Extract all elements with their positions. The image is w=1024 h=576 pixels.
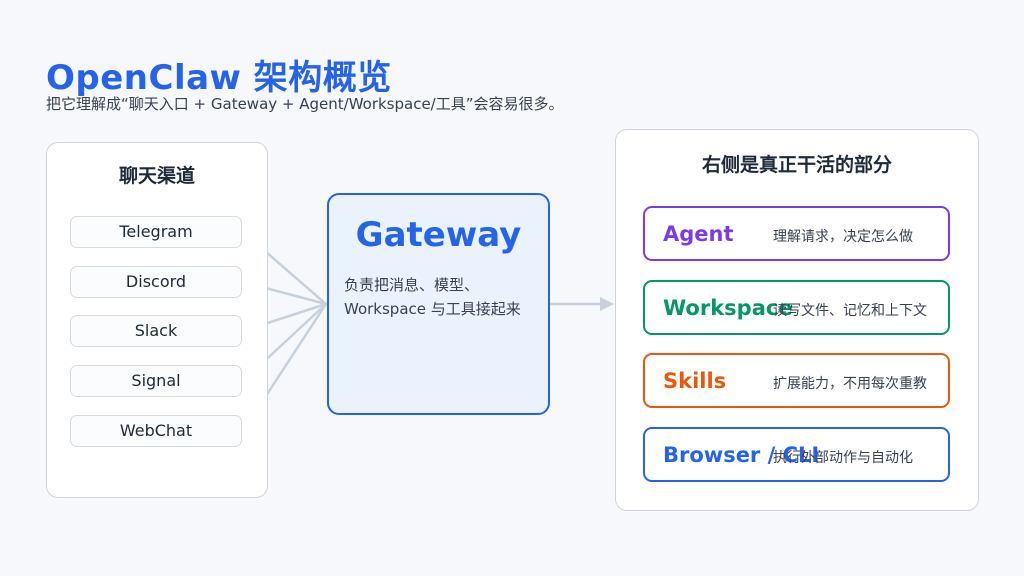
channel-slack: Slack [70, 315, 242, 347]
gateway-desc-line2: Workspace 与工具接起来 [344, 300, 521, 318]
gateway-description: 负责把消息、模型、 Workspace 与工具接起来 [344, 273, 538, 321]
part-desc: 理解请求，决定怎么做 [773, 229, 913, 245]
part-workspace: Workspace 读写文件、记忆和上下文 [643, 280, 950, 335]
gateway-box: Gateway 负责把消息、模型、 Workspace 与工具接起来 [327, 193, 550, 415]
channel-webchat: WebChat [70, 415, 242, 447]
part-name: Agent [663, 222, 734, 246]
channel-telegram: Telegram [70, 216, 242, 248]
part-name: Workspace [663, 296, 793, 320]
part-desc: 读写文件、记忆和上下文 [773, 303, 927, 319]
part-skills: Skills 扩展能力，不用每次重教 [643, 353, 950, 408]
part-name: Browser / CLI [663, 443, 820, 467]
part-browser-cli: Browser / CLI 执行外部动作与自动化 [643, 427, 950, 482]
page-title: OpenClaw 架构概览 [46, 58, 392, 98]
channels-panel-title: 聊天渠道 [118, 165, 195, 187]
channel-discord: Discord [70, 266, 242, 298]
channel-signal: Signal [70, 365, 242, 397]
page-subtitle: 把它理解成“聊天入口 + Gateway + Agent/Workspace/工… [46, 95, 564, 113]
part-agent: Agent 理解请求，决定怎么做 [643, 206, 950, 261]
parts-panel-title: 右侧是真正干活的部分 [701, 154, 892, 176]
part-desc: 执行外部动作与自动化 [773, 450, 913, 466]
gateway-title: Gateway [355, 215, 522, 255]
part-name: Skills [663, 369, 727, 393]
part-desc: 扩展能力，不用每次重教 [773, 376, 927, 392]
arrowhead [600, 297, 614, 311]
gateway-desc-line1: 负责把消息、模型、 [344, 276, 480, 294]
